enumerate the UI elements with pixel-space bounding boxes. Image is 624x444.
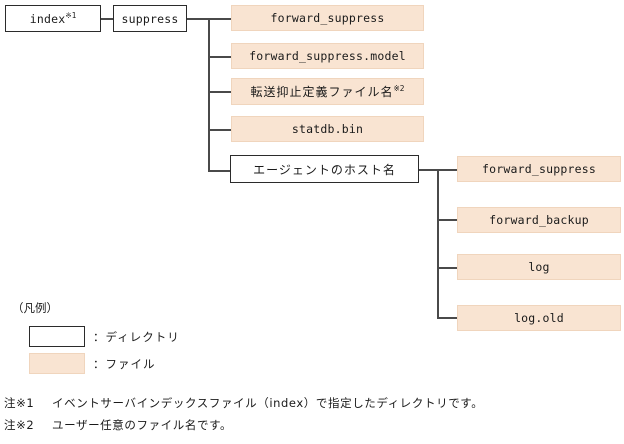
footnote-2: 注※2 ユーザー任意のファイル名です。 <box>4 414 620 436</box>
legend-title: （凡例） <box>12 301 58 315</box>
node-agent-forward-backup: forward_backup <box>457 207 621 233</box>
legend-swatch-directory <box>29 326 85 347</box>
node-agent-host-name: エージェントのホスト名 <box>230 155 419 183</box>
stub-level4-2 <box>437 219 457 221</box>
node-suppress: suppress <box>113 5 187 32</box>
node-forward-suppress-model: forward_suppress.model <box>231 43 424 69</box>
stub-level3-1 <box>208 18 231 20</box>
node-agent-host-name-label: エージェントのホスト名 <box>253 162 396 177</box>
node-agent-log-label: log <box>528 260 550 274</box>
trunk-level4 <box>437 169 439 318</box>
node-index: index※1 <box>5 5 101 32</box>
node-agent-forward-suppress: forward_suppress <box>457 156 621 182</box>
footnote-2-tag: 注※2 <box>4 418 35 432</box>
stub-level4-1 <box>437 169 457 171</box>
stub-level3-5 <box>208 170 231 172</box>
node-agent-forward-backup-label: forward_backup <box>489 213 589 227</box>
node-forward-suppress: forward_suppress <box>231 5 424 31</box>
trunk-level3 <box>208 18 210 172</box>
node-forward-suppress-label: forward_suppress <box>270 11 385 25</box>
node-statdb-bin: statdb.bin <box>231 116 424 142</box>
connector-suppress-to-trunk <box>187 18 210 20</box>
node-agent-log-old-label: log.old <box>514 311 564 325</box>
legend-item-directory: ：ディレクトリ <box>29 326 180 347</box>
node-transfer-suppress-definition-filename: 転送抑止定義ファイル名※2 <box>231 78 424 105</box>
connector-agent-to-trunk <box>419 169 439 171</box>
node-forward-suppress-model-label: forward_suppress.model <box>249 49 406 63</box>
node-statdb-bin-label: statdb.bin <box>291 122 364 136</box>
legend-item-file: ：ファイル <box>29 353 156 374</box>
connector-index-to-suppress <box>101 18 113 20</box>
footnote-1-text: イベントサーバインデックスファイル（index）で指定したディレクトリです。 <box>52 396 484 410</box>
legend-swatch-file <box>29 353 85 374</box>
node-agent-log: log <box>457 254 621 280</box>
stub-level4-4 <box>437 317 457 319</box>
node-transfer-suppress-definition-filename-note-marker: ※2 <box>393 84 405 93</box>
footnote-1: 注※1 イベントサーバインデックスファイル（index）で指定したディレクトリで… <box>4 392 620 414</box>
node-index-label: index <box>29 11 66 26</box>
stub-level3-3 <box>208 91 231 93</box>
footnotes: 注※1 イベントサーバインデックスファイル（index）で指定したディレクトリで… <box>4 392 620 436</box>
node-agent-log-old: log.old <box>457 305 621 331</box>
node-agent-forward-suppress-label: forward_suppress <box>482 162 596 176</box>
node-suppress-label: suppress <box>121 11 179 26</box>
node-index-note-marker: ※1 <box>65 11 77 20</box>
stub-level3-4 <box>208 129 231 131</box>
footnote-2-text: ユーザー任意のファイル名です。 <box>52 418 233 432</box>
footnote-1-tag: 注※1 <box>4 396 35 410</box>
stub-level4-3 <box>437 267 457 269</box>
legend-label-directory: ：ディレクトリ <box>93 329 180 344</box>
legend-label-file: ：ファイル <box>93 356 156 371</box>
node-transfer-suppress-definition-filename-label: 転送抑止定義ファイル名 <box>250 85 394 99</box>
stub-level3-2 <box>208 56 231 58</box>
